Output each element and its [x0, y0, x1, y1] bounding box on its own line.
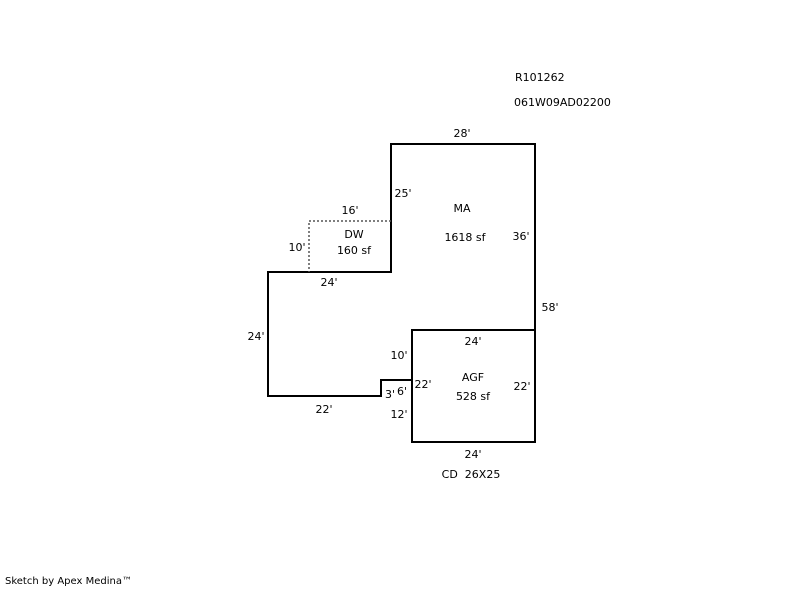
dim-garage-top: 24' [464, 335, 481, 348]
dim-garage-above-10: 10' [390, 349, 407, 362]
dw-label: DW [344, 228, 363, 241]
garage-outline [411, 329, 536, 443]
agf-label: AGF [462, 371, 484, 384]
dim-garage-below-12: 12' [390, 408, 407, 421]
dim-ma-top: 28' [453, 127, 470, 140]
dim-garage-bottom: 24' [464, 448, 481, 461]
agf-area: 528 sf [456, 390, 491, 403]
ma-label: MA [453, 202, 470, 215]
dim-left-24: 24' [247, 330, 264, 343]
dim-notch-3: 3' [385, 388, 395, 401]
account-id: R101262 [515, 71, 565, 84]
cd-note: CD 26X25 [442, 468, 501, 481]
ma-area: 1618 sf [444, 231, 486, 244]
dim-bottom-22: 22' [315, 403, 332, 416]
dw-area: 160 sf [337, 244, 372, 257]
dim-garage-right-22: 22' [513, 380, 530, 393]
map-tax-lot: 061W09AD02200 [514, 96, 611, 109]
dim-dw-left: 10' [288, 241, 305, 254]
dim-ma-inner-right: 36' [512, 230, 529, 243]
dim-ma-right: 58' [541, 301, 558, 314]
dim-dw-top: 16' [341, 204, 358, 217]
sketch-credit: Sketch by Apex Medina™ [5, 576, 132, 587]
dim-ma-upper-left: 25' [394, 187, 411, 200]
dim-step-24: 24' [320, 276, 337, 289]
dim-notch-6: 6' [397, 385, 407, 398]
deck-outline [308, 220, 391, 272]
dim-garage-left-22: 22' [414, 378, 431, 391]
